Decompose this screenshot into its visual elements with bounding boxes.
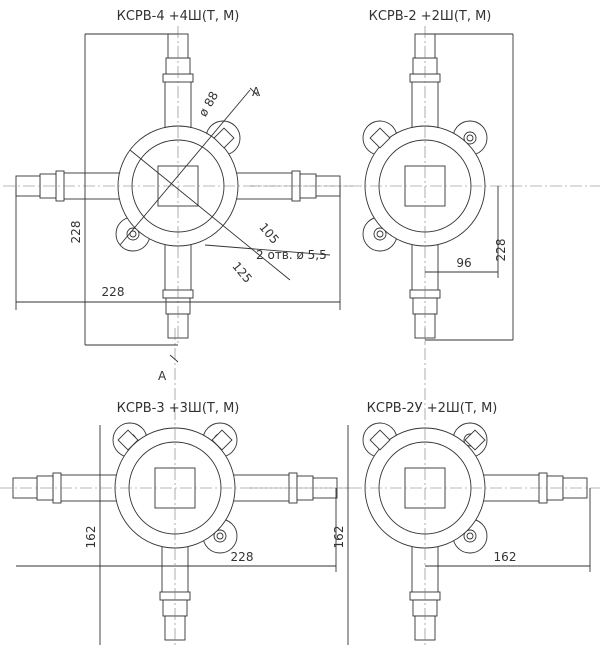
mounting-hole-inner bbox=[129, 230, 137, 238]
dim-v1-105: 105 bbox=[256, 220, 281, 247]
leader-holes bbox=[204, 244, 331, 256]
dim-v2-height: 228 bbox=[494, 239, 508, 262]
section-arrow-top bbox=[249, 87, 259, 97]
dim-v1-holes: 2 отв. ø 5,5 bbox=[256, 248, 327, 262]
section-arrow-bottom bbox=[169, 354, 179, 363]
mounting-hole-inner bbox=[466, 532, 474, 540]
section-label-top: А bbox=[252, 85, 261, 99]
dim-line-diameter bbox=[119, 89, 251, 246]
mounting-hole-inner bbox=[216, 532, 224, 540]
dim-v3-height: 162 bbox=[84, 526, 98, 549]
dim-v1-diameter: ø 88 bbox=[196, 89, 221, 119]
dim-v1-height: 228 bbox=[69, 221, 83, 244]
view-2-title: КСРВ-2 +2Ш(Т, М) bbox=[369, 9, 492, 24]
mounting-hole-inner bbox=[376, 230, 384, 238]
view-4-title: КСРВ-2У +2Ш(Т, М) bbox=[367, 401, 498, 416]
ground-terminal-icon bbox=[369, 429, 391, 451]
view-1-title: КСРВ-4 +4Ш(Т, М) bbox=[117, 9, 240, 24]
ground-terminal-icon bbox=[211, 429, 233, 451]
view-3-title: КСРВ-3 +3Ш(Т, М) bbox=[117, 401, 240, 416]
ground-terminal-icon bbox=[369, 127, 391, 149]
dim-v1-125: 125 bbox=[229, 259, 254, 286]
dim-v2-width: 96 bbox=[456, 256, 471, 270]
ground-terminal-icon bbox=[213, 127, 235, 149]
ground-terminal-icon bbox=[464, 429, 486, 451]
section-label-bottom: А bbox=[158, 369, 167, 383]
dim-v3-width: 228 bbox=[231, 550, 254, 564]
ground-terminal-icon bbox=[117, 429, 139, 451]
dim-v4-height: 162 bbox=[332, 526, 346, 549]
dim-v4-width: 162 bbox=[494, 550, 517, 564]
dim-v1-width: 228 bbox=[102, 285, 125, 299]
mounting-hole-inner bbox=[466, 134, 474, 142]
dim-line-105 bbox=[129, 149, 291, 281]
